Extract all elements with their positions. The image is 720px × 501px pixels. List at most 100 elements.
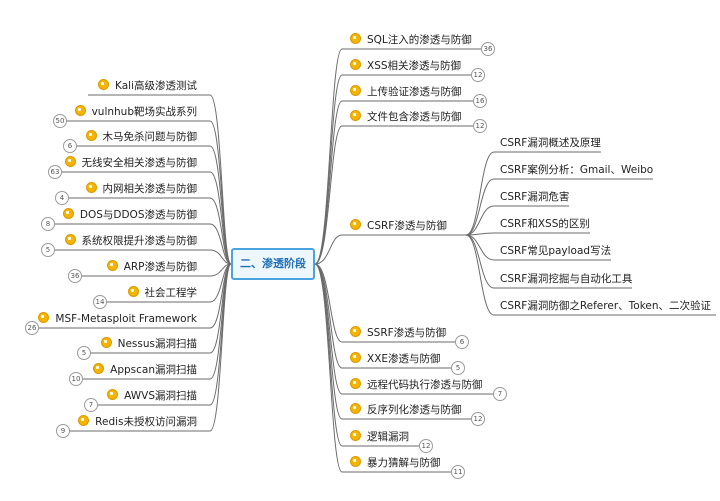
topic-label: CSRF案例分析：Gmail、Weibo — [500, 164, 654, 176]
branch-right-1[interactable]: XSS相关渗透与防御 — [350, 59, 461, 73]
connector-csrf-1 — [465, 178, 653, 236]
count-badge[interactable]: 5 — [451, 361, 465, 375]
branch-left-4[interactable]: 内网相关渗透与防御 — [85, 182, 197, 196]
branch-left-1[interactable]: vulnhub靶场实战系列 — [74, 105, 197, 119]
csrf-subtopic-0[interactable]: CSRF漏洞概述及原理 — [500, 136, 601, 150]
topic-icon — [85, 130, 97, 141]
topic-label: AWVS漏洞扫描 — [124, 390, 197, 402]
topic-label: XXE渗透与防御 — [367, 353, 441, 365]
topic-label: 无线安全相关渗透与防御 — [81, 157, 198, 169]
branch-left-9[interactable]: MSF-Metasploit Framework — [38, 312, 197, 326]
topic-label: CSRF和XSS的区别 — [500, 218, 590, 230]
count-badge[interactable]: 11 — [451, 465, 465, 479]
csrf-subtopic-4[interactable]: CSRF常见payload写法 — [500, 244, 611, 258]
count-badge[interactable]: 12 — [419, 439, 433, 453]
count-badge[interactable]: 9 — [56, 424, 70, 438]
count-badge[interactable]: 50 — [53, 114, 67, 128]
topic-label: 系统权限提升渗透与防御 — [81, 235, 198, 247]
topic-label: SSRF渗透与防御 — [367, 327, 447, 339]
topic-label: CSRF漏洞挖掘与自动化工具 — [500, 273, 633, 285]
connector-csrf-4 — [465, 234, 611, 261]
branch-left-10[interactable]: Nessus漏洞扫描 — [100, 337, 197, 351]
topic-icon — [106, 260, 118, 271]
branch-right-8[interactable]: 反序列化渗透与防御 — [350, 403, 462, 417]
topic-label: 上传验证渗透与防御 — [367, 86, 462, 98]
topic-icon — [74, 105, 86, 116]
topic-label: vulnhub靶场实战系列 — [91, 106, 197, 118]
topic-label: 远程代码执行渗透与防御 — [367, 379, 483, 391]
topic-icon — [78, 415, 90, 426]
branch-right-7[interactable]: 远程代码执行渗透与防御 — [350, 378, 483, 392]
topic-label: CSRF漏洞危害 — [500, 191, 570, 203]
csrf-subtopic-5[interactable]: CSRF漏洞挖掘与自动化工具 — [500, 272, 632, 286]
csrf-subtopic-1[interactable]: CSRF案例分析：Gmail、Weibo — [500, 163, 653, 177]
csrf-subtopic-3[interactable]: CSRF和XSS的区别 — [500, 217, 590, 231]
count-badge[interactable]: 6 — [63, 139, 77, 153]
count-badge[interactable]: 7 — [493, 387, 507, 401]
branch-right-6[interactable]: XXE渗透与防御 — [350, 352, 441, 366]
topic-icon — [93, 363, 105, 374]
branch-right-4[interactable]: CSRF渗透与防御 — [350, 219, 447, 233]
count-badge[interactable]: 36 — [481, 42, 495, 56]
topic-label: 木马免杀问题与防御 — [102, 131, 198, 143]
count-badge[interactable]: 16 — [473, 94, 487, 108]
connector-right-10 — [314, 263, 458, 473]
topic-icon — [100, 337, 112, 348]
branch-left-7[interactable]: ARP渗透与防御 — [106, 260, 197, 274]
count-badge[interactable]: 14 — [93, 295, 107, 309]
count-badge[interactable]: 12 — [471, 68, 485, 82]
branch-right-2[interactable]: 上传验证渗透与防御 — [350, 85, 462, 99]
topic-icon — [107, 389, 119, 400]
count-badge[interactable]: 10 — [69, 372, 83, 386]
count-badge[interactable]: 8 — [41, 217, 55, 231]
branch-left-11[interactable]: Appscan漏洞扫描 — [93, 363, 197, 377]
topic-icon — [350, 326, 361, 337]
connector-csrf-6 — [465, 234, 716, 316]
topic-icon — [64, 156, 76, 167]
count-badge[interactable]: 26 — [25, 321, 39, 335]
branch-left-0[interactable]: Kali高级渗透测试 — [98, 79, 197, 93]
count-badge[interactable]: 5 — [77, 346, 91, 360]
branch-right-9[interactable]: 逻辑漏洞 — [350, 430, 409, 444]
count-badge[interactable]: 6 — [455, 335, 469, 349]
branch-left-12[interactable]: AWVS漏洞扫描 — [107, 389, 197, 403]
count-badge[interactable]: 7 — [84, 398, 98, 412]
central-topic[interactable]: 二、渗透阶段 — [231, 248, 315, 280]
branch-left-8[interactable]: 社会工程学 — [127, 286, 197, 300]
csrf-subtopic-2[interactable]: CSRF漏洞危害 — [500, 190, 569, 204]
topic-label: 暴力猜解与防御 — [367, 457, 441, 469]
count-badge[interactable]: 12 — [473, 119, 487, 133]
connector-left-13 — [63, 263, 232, 432]
connector-csrf-5 — [465, 234, 632, 289]
connector-right-4 — [314, 234, 466, 265]
count-badge[interactable]: 5 — [41, 243, 55, 257]
branch-right-3[interactable]: 文件包含渗透与防御 — [350, 110, 462, 124]
branch-left-5[interactable]: DOS与DDOS渗透与防御 — [62, 208, 197, 222]
branch-right-5[interactable]: SSRF渗透与防御 — [350, 326, 446, 340]
topic-icon — [350, 352, 361, 363]
branch-left-6[interactable]: 系统权限提升渗透与防御 — [64, 234, 198, 248]
count-badge[interactable]: 4 — [55, 191, 69, 205]
count-badge[interactable]: 36 — [68, 269, 82, 283]
connector-left-3 — [55, 171, 232, 265]
connector-csrf-0 — [465, 151, 601, 236]
topic-label: ARP渗透与防御 — [123, 261, 197, 273]
csrf-subtopic-6[interactable]: CSRF漏洞防御之Referer、Token、二次验证 — [500, 299, 711, 313]
topic-label: CSRF常见payload写法 — [500, 245, 612, 257]
branch-right-0[interactable]: SQL注入的渗透与防御 — [350, 33, 472, 47]
branch-left-13[interactable]: Redis未授权访问漏洞 — [78, 415, 197, 429]
branch-left-3[interactable]: 无线安全相关渗透与防御 — [64, 156, 198, 170]
connector-left-6 — [48, 249, 232, 265]
topic-icon — [350, 110, 361, 121]
count-badge[interactable]: 12 — [471, 412, 485, 426]
branch-left-2[interactable]: 木马免杀问题与防御 — [85, 130, 198, 144]
connector-right-3 — [314, 125, 480, 265]
branch-right-10[interactable]: 暴力猜解与防御 — [350, 456, 441, 470]
connector-csrf-2 — [465, 205, 569, 236]
topic-icon — [98, 79, 110, 90]
connector-right-2 — [314, 100, 480, 265]
count-badge[interactable]: 63 — [48, 165, 62, 179]
topic-label: DOS与DDOS渗透与防御 — [79, 209, 197, 221]
